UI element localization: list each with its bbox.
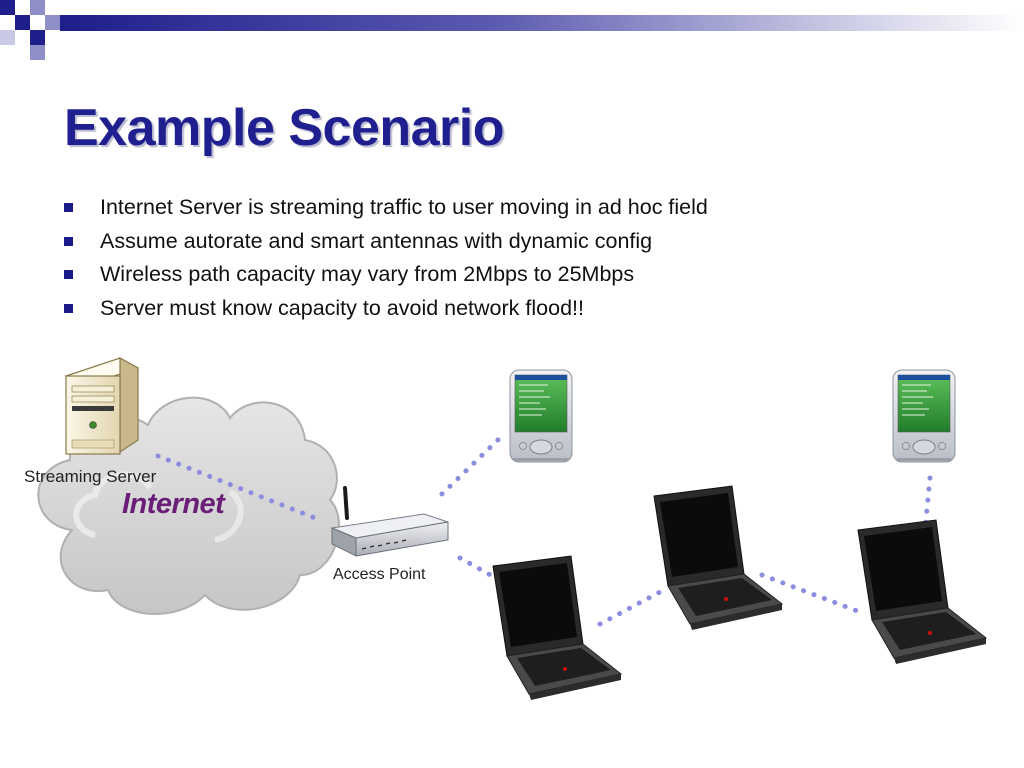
deco-square <box>0 30 15 45</box>
bullet-item: Server must know capacity to avoid netwo… <box>64 293 708 327</box>
server-label: Streaming Server <box>24 467 157 486</box>
pda-icon <box>892 369 956 463</box>
deco-square <box>0 0 15 15</box>
link-server-ap <box>155 453 323 523</box>
slide-title: Example Scenario <box>64 99 505 157</box>
bullet-item: Wireless path capacity may vary from 2Mb… <box>64 259 708 293</box>
laptop-icon <box>857 519 987 665</box>
wireless-links <box>155 433 933 627</box>
link-ap-pda <box>439 433 505 497</box>
deco-square <box>30 45 45 60</box>
deco-square <box>45 15 60 30</box>
link-pda-laptop-right <box>921 475 933 543</box>
bullet-item: Assume autorate and smart antennas with … <box>64 226 708 260</box>
deco-square <box>30 30 45 45</box>
link-laptop-laptop <box>597 589 663 627</box>
router-icon <box>330 486 449 557</box>
link-ap-laptop <box>457 555 513 589</box>
access-point-label: Access Point <box>333 566 426 583</box>
deco-square <box>15 15 30 30</box>
link-laptop-laptop-right <box>759 572 863 615</box>
bullet-item: Internet Server is streaming traffic to … <box>64 192 708 226</box>
header-band <box>60 15 1024 31</box>
server-icon <box>64 356 140 455</box>
pda-icon <box>509 369 573 463</box>
internet-label: Internet <box>122 488 225 520</box>
laptop-icon <box>492 555 622 701</box>
bullet-list: Internet Server is streaming traffic to … <box>64 192 708 326</box>
deco-square <box>30 0 45 15</box>
laptop-icon <box>653 485 783 631</box>
